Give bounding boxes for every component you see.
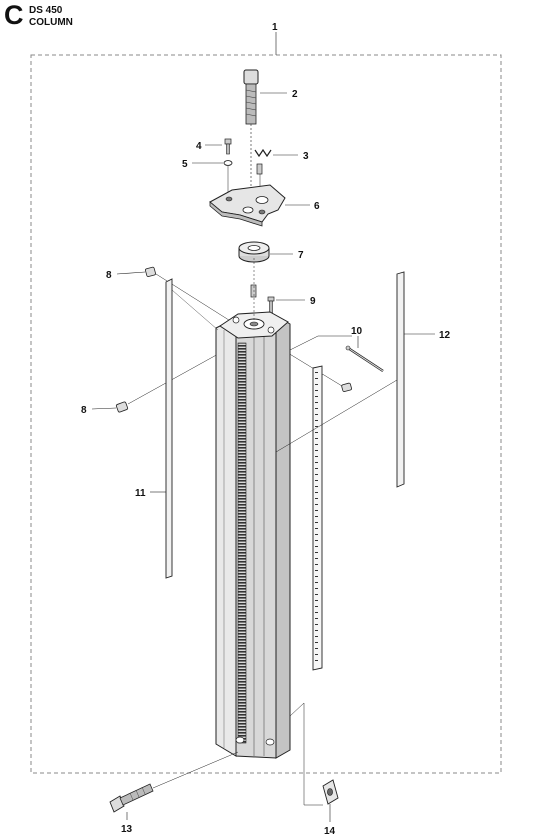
leader-lines bbox=[91, 92, 435, 822]
part-10-rod bbox=[345, 345, 384, 373]
callout-10: 10 bbox=[351, 326, 363, 337]
part-7-collar bbox=[238, 241, 270, 263]
assembly-boundary bbox=[30, 32, 502, 774]
callout-4: 4 bbox=[196, 141, 202, 152]
part-14-nut-plate bbox=[322, 779, 339, 805]
section-letter: C bbox=[4, 0, 24, 30]
callout-11: 11 bbox=[135, 488, 146, 499]
callout-8-top: 8 bbox=[106, 270, 112, 281]
diagram-title: COLUMN bbox=[29, 17, 73, 28]
callout-9: 9 bbox=[310, 296, 316, 307]
part-8-screw-top bbox=[145, 266, 233, 323]
part-11-strip bbox=[165, 278, 173, 579]
part-6-bracket bbox=[209, 184, 286, 227]
part-9-pin bbox=[250, 284, 275, 314]
part-12-strip bbox=[396, 271, 405, 488]
callout-3: 3 bbox=[303, 151, 309, 162]
model-name: DS 450 bbox=[29, 5, 63, 16]
part-14-scale-strip bbox=[312, 365, 323, 671]
callout-1: 1 bbox=[272, 22, 278, 33]
callout-numbers: 1 2 3 4 5 6 7 8 9 10 12 8 11 13 14 bbox=[81, 22, 451, 837]
callout-14: 14 bbox=[324, 826, 336, 837]
projection-lines bbox=[171, 289, 398, 806]
callout-5: 5 bbox=[182, 159, 188, 170]
part-4-screw bbox=[224, 138, 232, 155]
callout-13: 13 bbox=[121, 824, 133, 835]
callout-8-bottom: 8 bbox=[81, 405, 87, 416]
callout-2: 2 bbox=[292, 89, 298, 100]
callout-12: 12 bbox=[439, 330, 451, 341]
callout-7: 7 bbox=[298, 250, 304, 261]
column-body bbox=[215, 258, 291, 759]
part-13-bolt bbox=[109, 751, 239, 813]
callout-6: 6 bbox=[314, 201, 320, 212]
part-5-washer bbox=[223, 160, 233, 196]
part-2-screw bbox=[243, 69, 259, 200]
